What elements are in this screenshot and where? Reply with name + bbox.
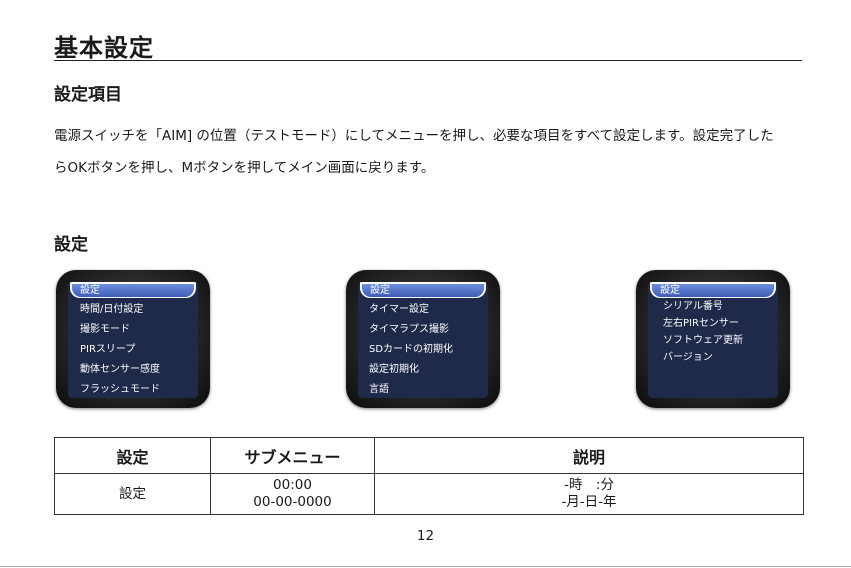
description-time: -時 :分 [376, 477, 802, 494]
menu-item[interactable]: PIRスリープ [68, 340, 198, 360]
menu-item[interactable]: 言語 [358, 380, 488, 398]
heading-rule [54, 60, 802, 61]
menu-screen: 設定 時間/日付設定 撮影モード PIRスリープ 動体センサー感度 フラッシュモ… [68, 282, 198, 398]
table-row: 設定 00:00 00-00-0000 -時 :分 -月-日-年 [55, 474, 804, 515]
menu-item[interactable]: バージョン [648, 349, 778, 366]
bottom-divider [0, 566, 851, 567]
page-heading: 基本設定 [54, 28, 154, 63]
menu-item[interactable]: シリアル番号 [648, 298, 778, 315]
menu-item[interactable]: 時間/日付設定 [68, 300, 198, 320]
device-screen-3: 設定 シリアル番号 左右PIRセンサー ソフトウェア更新 バージョン [636, 270, 790, 408]
device-screen-2: 設定 タイマー設定 タイマラプス撮影 SDカードの初期化 設定初期化 言語 [346, 270, 500, 408]
menu-title-label: 設定 [652, 284, 774, 297]
settings-table: 設定 サブメニュー 説明 設定 00:00 00-00-0000 -時 :分 -… [54, 437, 804, 515]
menu-title-tab: 設定 [360, 282, 486, 298]
device-screen-1: 設定 時間/日付設定 撮影モード PIRスリープ 動体センサー感度 フラッシュモ… [56, 270, 210, 408]
menu-item[interactable]: 設定初期化 [358, 360, 488, 380]
menu-item[interactable]: タイマラプス撮影 [358, 320, 488, 340]
menu-title-tab: 設定 [70, 282, 196, 298]
instructions-paragraph: 電源スイッチを「AIM] の位置（テストモード）にしてメニューを押し、必要な項目… [54, 120, 804, 184]
section-title-settings: 設定 [54, 230, 88, 255]
menu-title-label: 設定 [72, 284, 194, 297]
description-date: -月-日-年 [376, 494, 802, 511]
cell-submenu: 00:00 00-00-0000 [211, 474, 375, 515]
menu-item[interactable]: 動体センサー感度 [68, 360, 198, 380]
section-title-items: 設定項目 [54, 80, 122, 105]
menu-title-label: 設定 [362, 284, 484, 297]
menu-screen: 設定 タイマー設定 タイマラプス撮影 SDカードの初期化 設定初期化 言語 [358, 282, 488, 398]
instructions-line-2: らOKボタンを押し、Mボタンを押してメイン画面に戻ります。 [54, 152, 804, 184]
column-header-description: 説明 [375, 438, 804, 474]
menu-item[interactable]: SDカードの初期化 [358, 340, 488, 360]
cell-description: -時 :分 -月-日-年 [375, 474, 804, 515]
submenu-time: 00:00 [212, 477, 373, 494]
menu-item[interactable]: フラッシュモード [68, 380, 198, 398]
menu-item[interactable]: タイマー設定 [358, 300, 488, 320]
instructions-line-1: 電源スイッチを「AIM] の位置（テストモード）にしてメニューを押し、必要な項目… [54, 120, 804, 152]
cell-setting: 設定 [55, 474, 211, 515]
page-number: 12 [0, 528, 851, 544]
menu-screen: 設定 シリアル番号 左右PIRセンサー ソフトウェア更新 バージョン [648, 282, 778, 398]
table-header-row: 設定 サブメニュー 説明 [55, 438, 804, 474]
column-header-setting: 設定 [55, 438, 211, 474]
submenu-date: 00-00-0000 [212, 494, 373, 511]
menu-item[interactable]: 撮影モード [68, 320, 198, 340]
menu-title-tab: 設定 [650, 282, 776, 298]
column-header-submenu: サブメニュー [211, 438, 375, 474]
menu-item[interactable]: 左右PIRセンサー [648, 315, 778, 332]
menu-item[interactable]: ソフトウェア更新 [648, 332, 778, 349]
